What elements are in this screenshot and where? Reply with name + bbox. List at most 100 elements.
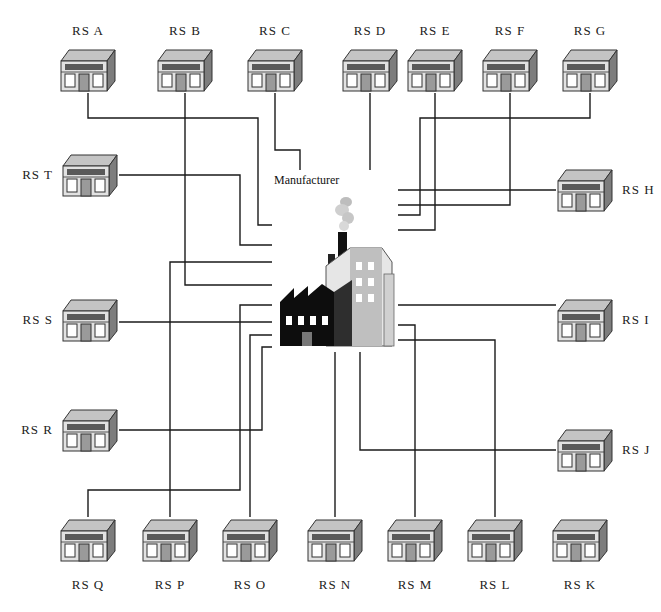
store-icon-part (590, 454, 600, 467)
store-icon-part (189, 520, 197, 561)
store-icon-part (562, 444, 600, 450)
store-icon-part (558, 322, 604, 323)
store-icon (406, 47, 464, 93)
store-icon-part (562, 194, 572, 207)
store-icon-part (158, 50, 212, 61)
retail-store-node: RS Q (59, 517, 117, 593)
supply-line (275, 93, 300, 170)
factory-illustration-part (286, 316, 292, 325)
store-icon-part (501, 74, 511, 91)
factory-illustration-part (280, 284, 334, 346)
supply-line (119, 175, 272, 245)
store-icon-part (109, 300, 117, 341)
store-icon-part (79, 74, 89, 91)
store-icon-part (553, 531, 599, 561)
store-icon-part (609, 50, 617, 91)
store-icon-part (308, 531, 354, 561)
store-icon-part (61, 520, 115, 531)
store-icon-part (483, 61, 529, 91)
store-icon-part (412, 74, 422, 87)
store-icon-part (204, 50, 212, 91)
store-icon-part (143, 542, 189, 543)
store-label: RS A (72, 23, 104, 39)
store-icon (221, 517, 279, 563)
supply-line (398, 325, 415, 517)
store-icon-part (343, 61, 389, 91)
store-icon (61, 152, 119, 198)
store-icon-part (312, 534, 350, 540)
store-icon-part (567, 74, 577, 87)
store-icon-part (162, 64, 200, 70)
store-icon-part (161, 544, 171, 561)
store-icon (59, 517, 117, 563)
store-label: RS I (622, 312, 649, 328)
store-icon-part (514, 520, 522, 561)
store-icon-part (408, 72, 454, 73)
supply-line (334, 352, 335, 517)
store-icon-part (248, 61, 294, 91)
store-icon (61, 407, 119, 453)
store-icon-part (61, 50, 115, 61)
store-icon-part (81, 324, 91, 341)
store-icon-part (63, 155, 117, 166)
store-icon-part (590, 324, 600, 337)
store-icon-part (562, 324, 572, 337)
supply-line (398, 93, 435, 230)
store-icon-part (388, 520, 442, 531)
retail-store-node: RS P (141, 517, 199, 593)
store-icon-part (585, 544, 595, 557)
store-icon-part (63, 432, 109, 433)
store-icon-part (347, 74, 357, 87)
store-icon-part (468, 520, 522, 531)
store-icon-part (308, 520, 362, 531)
store-icon-part (343, 72, 389, 73)
retail-store-node: RS E (406, 23, 464, 93)
store-icon-part (558, 192, 604, 193)
store-icon-part (581, 74, 591, 91)
store-icon-part (61, 72, 107, 73)
store-icon (386, 517, 444, 563)
store-icon-part (63, 166, 109, 196)
store-icon-part (487, 64, 525, 70)
supply-line (185, 93, 272, 285)
store-icon (246, 47, 304, 93)
store-icon-part (65, 64, 103, 70)
store-icon-part (93, 74, 103, 87)
store-icon-part (107, 520, 115, 561)
store-icon-part (158, 72, 204, 73)
store-icon-part (354, 520, 362, 561)
supply-line (398, 340, 495, 517)
retail-store-node: RS T (22, 152, 119, 198)
factory-illustration-part (368, 294, 374, 302)
store-icon (306, 517, 364, 563)
factory-illustration-part (356, 262, 362, 270)
store-icon-part (557, 544, 567, 557)
retail-store-node: RS H (556, 167, 655, 213)
store-icon-part (143, 520, 197, 531)
retail-store-node: RS K (551, 517, 609, 593)
factory-illustration-part (298, 316, 304, 325)
store-icon-part (63, 311, 109, 341)
store-icon-part (412, 64, 450, 70)
store-icon-part (241, 544, 251, 561)
store-icon-part (576, 194, 586, 211)
supply-line (398, 304, 556, 305)
store-label: RS C (259, 23, 291, 39)
store-label: RS J (622, 442, 650, 458)
store-icon-part (81, 434, 91, 451)
store-icon-part (388, 531, 434, 561)
retail-store-node: RS A (59, 23, 117, 93)
store-icon-part (65, 74, 75, 87)
store-icon-part (280, 74, 290, 87)
store-icon-part (61, 542, 107, 543)
store-icon-part (558, 452, 604, 453)
store-icon-part (312, 544, 322, 557)
supply-line (398, 189, 556, 190)
supply-line (170, 262, 272, 517)
store-icon-part (176, 74, 186, 91)
store-label: RS L (479, 577, 510, 593)
manufacturer-node: Manufacturer (272, 170, 398, 352)
store-icon-part (95, 179, 105, 192)
factory-illustration-part (334, 280, 352, 346)
store-icon-part (81, 179, 91, 196)
